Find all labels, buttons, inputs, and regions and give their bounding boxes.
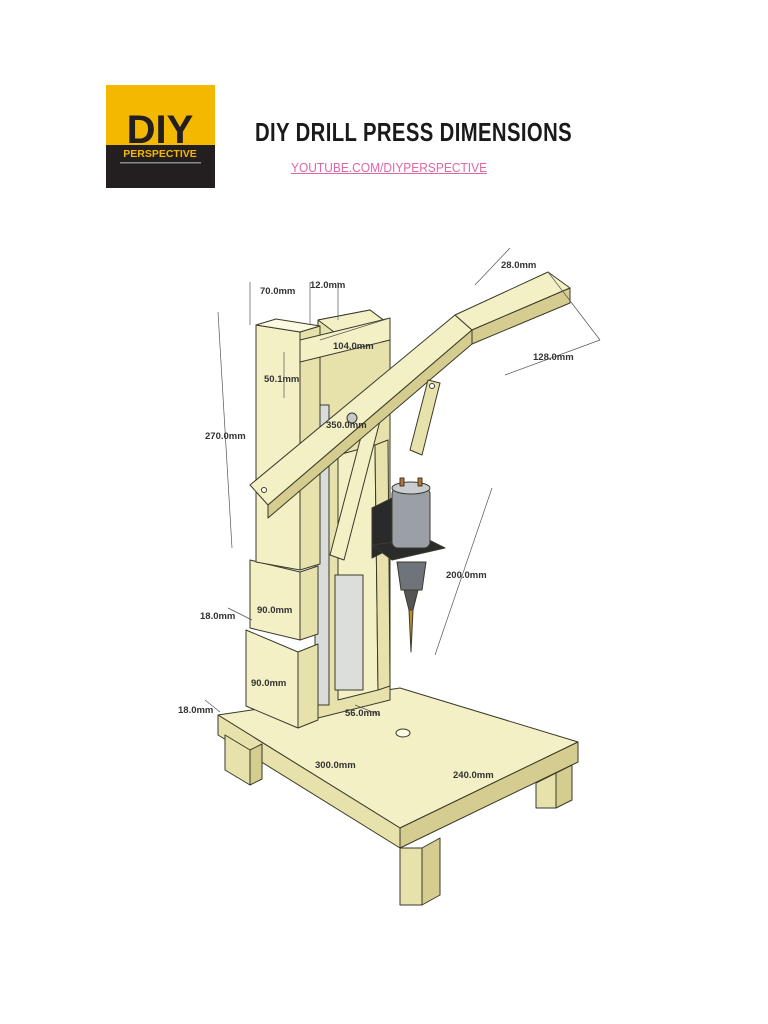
dim-28: 28.0mm (501, 260, 536, 271)
dim-104: 104.0mm (333, 341, 374, 352)
dim-200: 200.0mm (446, 570, 487, 581)
dim-350: 350.0mm (326, 420, 367, 431)
youtube-link[interactable]: YOUTUBE.COM/DIYPERSPECTIVE (291, 160, 488, 175)
dim-90-upper: 90.0mm (257, 605, 292, 616)
dim-240: 240.0mm (453, 770, 494, 781)
lever-hole-icon (261, 487, 267, 493)
dim-18-lower: 18.0mm (178, 705, 213, 716)
lever-arm (249, 271, 571, 519)
base-board (217, 687, 579, 906)
drill-press-diagram: 28.0mm 70.0mm 12.0mm 104.0mm 128.0mm 50.… (178, 247, 601, 906)
drill-hole (395, 728, 411, 738)
dim-128: 128.0mm (533, 352, 574, 363)
dim-12: 12.0mm (310, 280, 345, 291)
dim-70: 70.0mm (260, 286, 295, 297)
dim-90-lower: 90.0mm (251, 678, 286, 689)
sliding-carriage (329, 409, 391, 701)
logo-main-text: DIY (127, 108, 194, 152)
page-title: DIY DRILL PRESS DIMENSIONS (255, 117, 573, 147)
logo-sub-text: PERSPECTIVE (123, 148, 197, 160)
dim-50: 50.1mm (264, 374, 299, 385)
diy-perspective-logo: DIY PERSPECTIVE (106, 85, 215, 188)
dim-56: 56.0mm (345, 708, 380, 719)
support-blocks (245, 559, 319, 729)
dim-18-upper: 18.0mm (200, 611, 235, 622)
dim-270: 270.0mm (205, 431, 246, 442)
pivot-bolt-icon (346, 412, 358, 424)
drill-motor (371, 477, 446, 653)
dim-300: 300.0mm (315, 760, 356, 771)
